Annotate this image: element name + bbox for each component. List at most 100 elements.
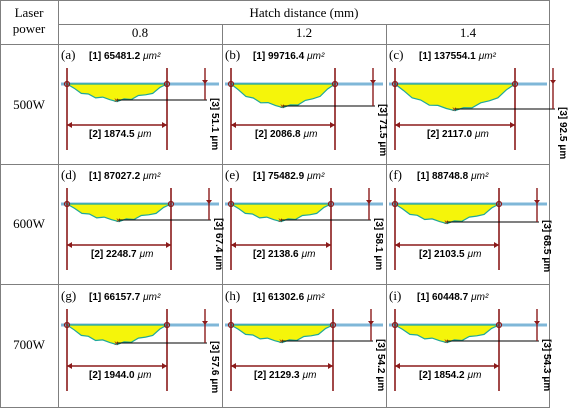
grid-line [58,0,59,408]
width-arrowhead-left [67,363,72,369]
panel-label: (h) [225,288,241,303]
width-arrowhead-right [494,363,499,369]
width-unit: μm [301,249,316,260]
grid-line [0,0,550,1]
width-value: [2] 2086.8 [255,129,301,140]
width-value: [2] 1944.0 [89,370,135,381]
depth-measurement: [3] 54.2 μm [375,339,386,392]
depth-measurement: [3] 92.5 μm [557,107,568,160]
bottom-marker: × [278,216,283,225]
corner-marker-left [63,200,71,208]
row-label-700w: 700W [13,337,45,352]
width-arrowhead-left [67,122,72,128]
corner-marker-right [163,80,171,88]
depth-arrowhead [202,80,208,84]
width-arrowhead-left [395,242,400,248]
width-unit: μm [467,370,482,381]
width-arrowhead-right [162,363,167,369]
area-unit: μm² [478,51,496,62]
depth-arrowhead [370,80,376,84]
depth-arrowhead [202,321,208,325]
area-value: [1] 60448.7 [417,292,469,303]
width-arrowhead-left [67,242,72,248]
panel-label: (a) [61,47,76,62]
corner-marker-left [391,321,399,329]
bottom-marker: × [114,96,119,105]
area-value: [1] 66157.7 [89,292,141,303]
depth-measurement: [3] 57.6 μm [209,341,220,394]
depth-arrowhead [534,321,540,325]
depth-arrowhead [550,80,556,84]
melt-pool-drawing: × [225,68,383,150]
area-value: [1] 88748.8 [417,171,469,182]
row-label-500w: 500W [13,97,45,112]
melt-pool-drawing: × [225,188,383,270]
depth-arrowhead [366,200,372,204]
melt-pool-drawing: × [225,309,383,391]
melt-pool-drawing: × [389,68,556,150]
area-unit: μm² [143,292,161,303]
melt-pool-drawing: × [389,188,547,270]
area-value: [1] 65481.2 [89,51,141,62]
hatch-distance-header: Hatch distance (mm) [249,5,359,20]
corner-marker-left [227,200,235,208]
depth-measurement: [3] 51.1 μm [209,98,220,151]
width-value: [2] 1854.2 [419,370,465,381]
corner-marker-right [167,200,175,208]
area-unit: μm² [471,171,489,182]
melt-pool-drawing: × [389,309,547,391]
corner-marker-right [511,80,519,88]
laser-power-header-text: Laser power [12,5,46,36]
corner-marker-right [163,321,171,329]
panel-label: (d) [61,167,77,182]
area-unit: μm² [307,292,325,303]
corner-marker-left [391,200,399,208]
width-arrowhead-left [231,242,236,248]
area-unit: μm² [307,171,325,182]
panel-label: (g) [61,288,77,303]
depth-measurement: [3] 58.1 μm [373,218,384,271]
grid-line [0,0,1,408]
panel-label: (e) [225,167,240,182]
area-unit: μm² [471,292,489,303]
width-arrowhead-right [328,363,333,369]
area-value: [1] 87027.2 [89,171,141,182]
bottom-marker: × [279,337,284,346]
area-value: [1] 61302.6 [253,292,305,303]
corner-marker-left [227,321,235,329]
width-value: [2] 2129.3 [254,370,300,381]
grid-line [222,24,223,408]
grid-line [549,0,550,408]
grid-line [0,44,550,45]
corner-marker-right [495,321,503,329]
width-unit: μm [303,129,318,140]
width-value: [2] 2103.5 [419,249,465,260]
panel-label: (f) [389,167,402,182]
width-value: [2] 2248.7 [91,249,137,260]
width-unit: μm [139,249,154,260]
width-unit: μm [137,370,152,381]
width-arrowhead-right [510,122,515,128]
depth-measurement: [3] 68.5 μm [541,220,552,273]
area-value: [1] 137554.1 [419,51,476,62]
width-arrowhead-left [231,122,236,128]
